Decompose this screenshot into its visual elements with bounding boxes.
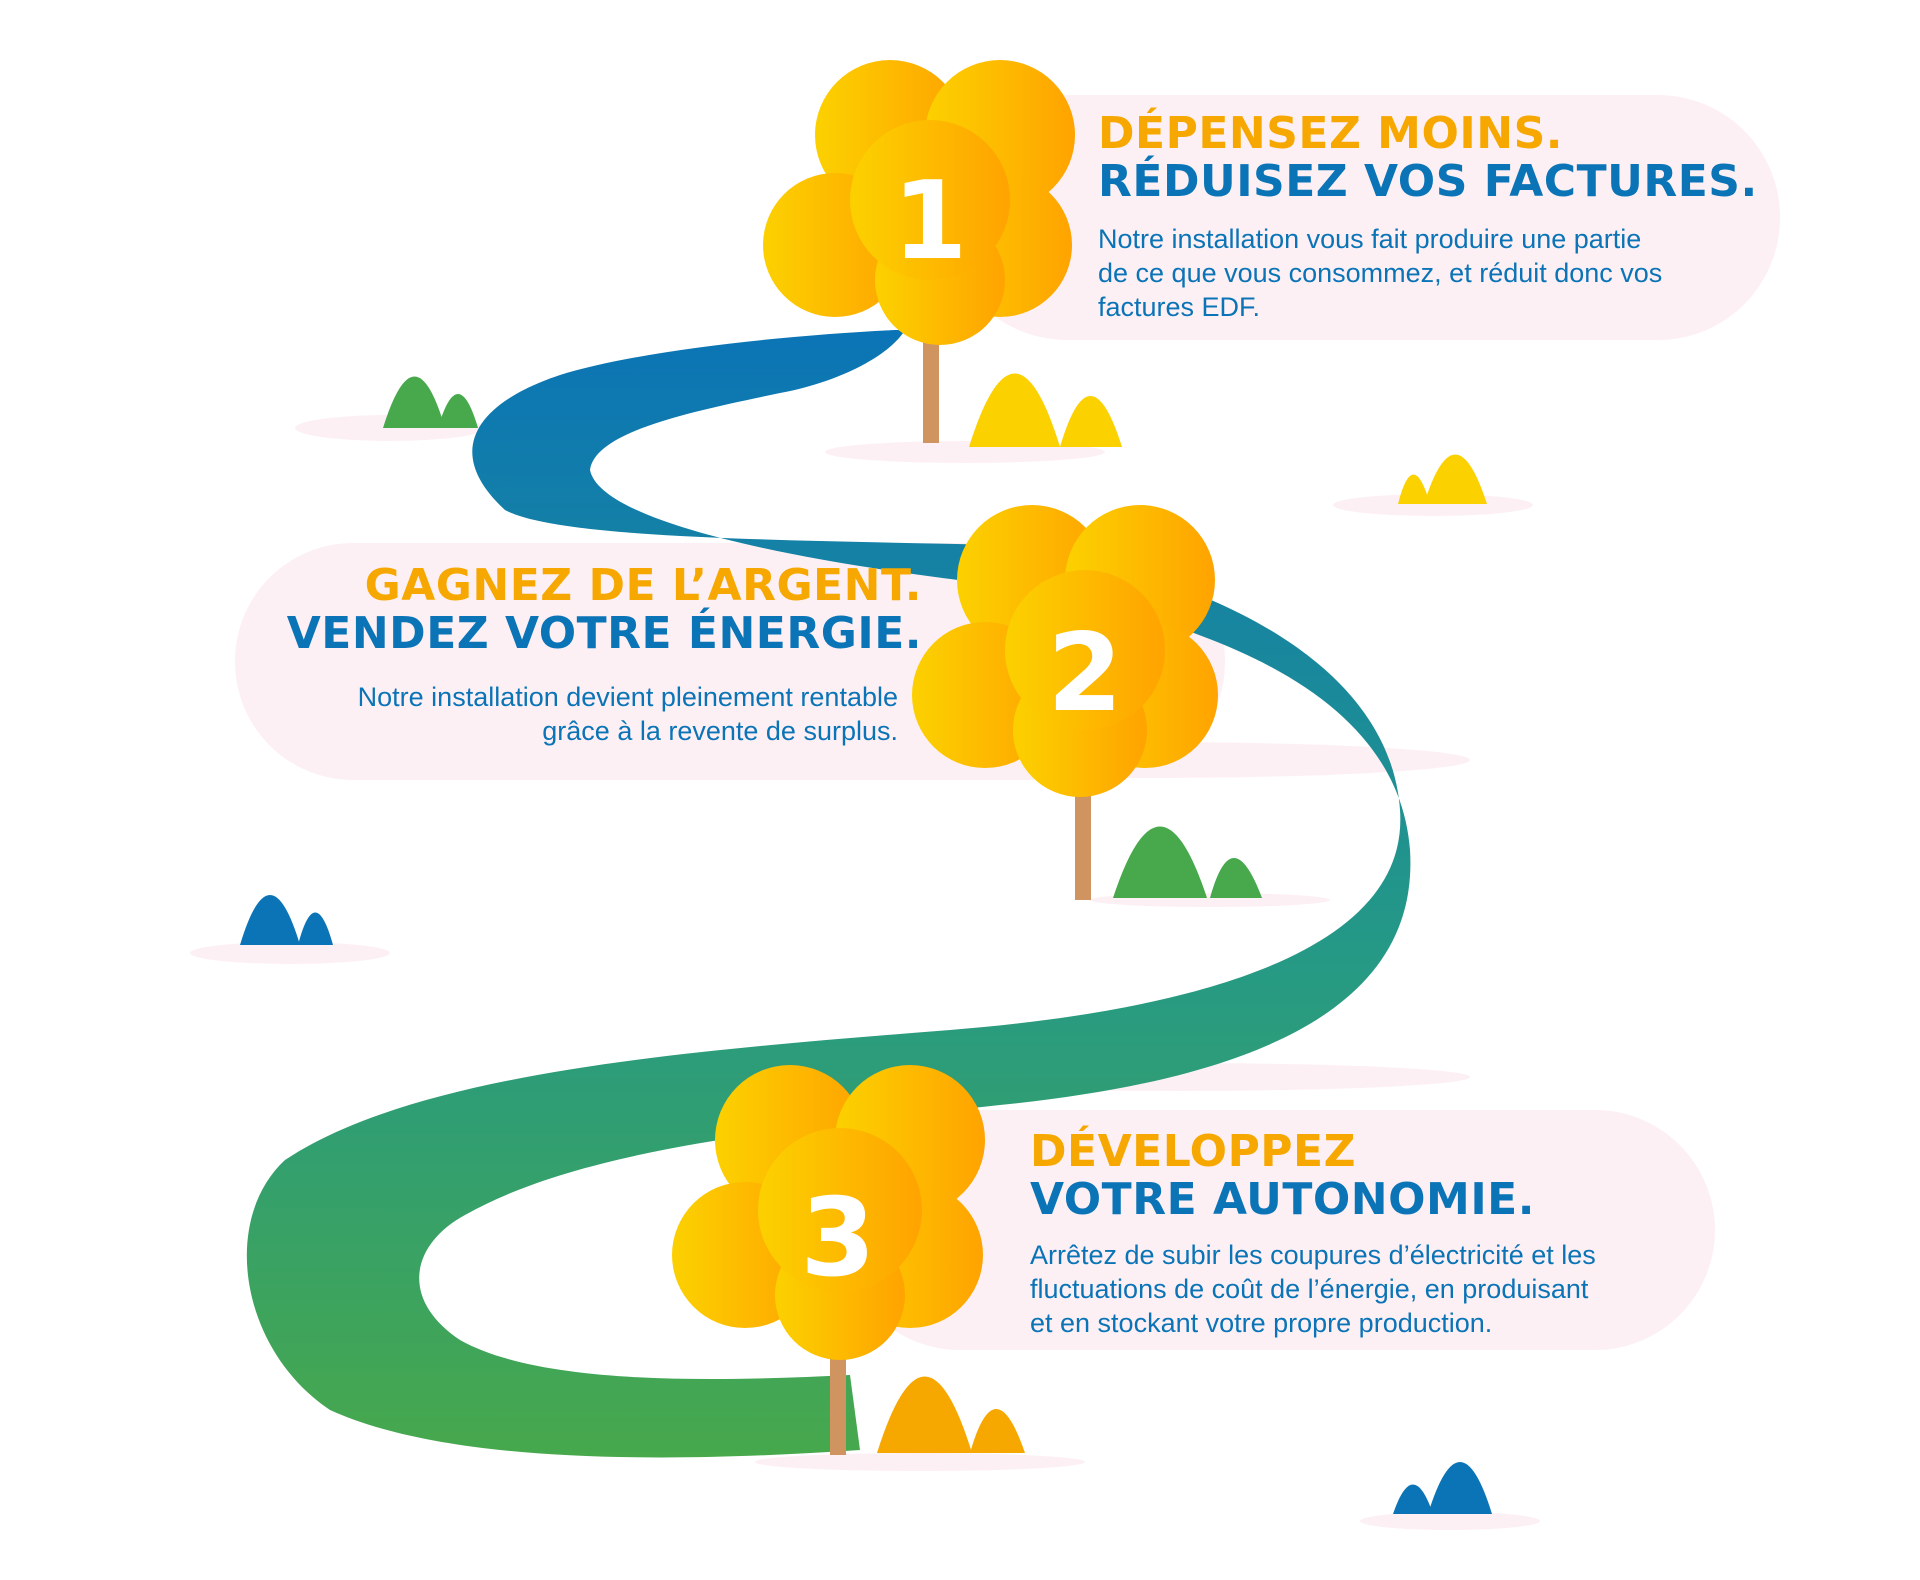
step-2-description-line: grâce à la revente de surplus. bbox=[542, 716, 898, 746]
step-2-title-accent: GAGNEZ DE L’ARGENT. bbox=[364, 560, 922, 611]
step-2-title-main: VENDEZ VOTRE ÉNERGIE. bbox=[286, 608, 922, 659]
bubble-step-1 bbox=[945, 95, 1780, 340]
step-3-title-main: VOTRE AUTONOMIE. bbox=[1030, 1174, 1535, 1225]
step-1-title-main: RÉDUISEZ VOS FACTURES. bbox=[1098, 156, 1758, 207]
hill-icon bbox=[969, 373, 1122, 447]
step-1-description-line: de ce que vous consommez, et réduit donc… bbox=[1098, 258, 1663, 288]
step-3-title-accent: DÉVELOPPEZ bbox=[1030, 1126, 1357, 1177]
step-2-title: GAGNEZ DE L’ARGENT. VENDEZ VOTRE ÉNERGIE… bbox=[287, 562, 922, 658]
step-3-description: Arrêtez de subir les coupures d’électric… bbox=[1030, 1238, 1596, 1340]
step-1-description: Notre installation vous fait produire un… bbox=[1098, 222, 1662, 324]
tree-icon: 1 bbox=[763, 60, 1075, 443]
step-3-description-line: et en stockant votre propre production. bbox=[1030, 1308, 1493, 1338]
river-path bbox=[246, 330, 1411, 1458]
step-1-description-line: factures EDF. bbox=[1098, 292, 1261, 322]
step-3-description-line: fluctuations de coût de l’énergie, en pr… bbox=[1030, 1274, 1589, 1304]
step-1-title-accent: DÉPENSEZ MOINS. bbox=[1098, 108, 1563, 159]
step-number-2: 2 bbox=[1047, 611, 1122, 736]
tree-icon: 3 bbox=[672, 1065, 985, 1455]
tree-icon: 2 bbox=[912, 505, 1218, 900]
hill-icon bbox=[1398, 454, 1487, 504]
hill-icon bbox=[1393, 1462, 1492, 1514]
hill-icon bbox=[383, 376, 478, 428]
step-number-3: 3 bbox=[800, 1176, 875, 1301]
step-2-description-line: Notre installation devient pleinement re… bbox=[357, 682, 898, 712]
hill-icon bbox=[877, 1376, 1025, 1453]
step-2-description: Notre installation devient pleinement re… bbox=[358, 680, 898, 748]
step-1-title: DÉPENSEZ MOINS. RÉDUISEZ VOS FACTURES. bbox=[1098, 110, 1758, 206]
step-number-1: 1 bbox=[892, 159, 967, 284]
hill-icon bbox=[240, 895, 333, 945]
step-1-description-line: Notre installation vous fait produire un… bbox=[1098, 224, 1642, 254]
hill-icon bbox=[1113, 826, 1262, 898]
bubble-step-3 bbox=[840, 1110, 1715, 1350]
step-3-title: DÉVELOPPEZ VOTRE AUTONOMIE. bbox=[1030, 1128, 1535, 1224]
step-3-description-line: Arrêtez de subir les coupures d’électric… bbox=[1030, 1240, 1596, 1270]
